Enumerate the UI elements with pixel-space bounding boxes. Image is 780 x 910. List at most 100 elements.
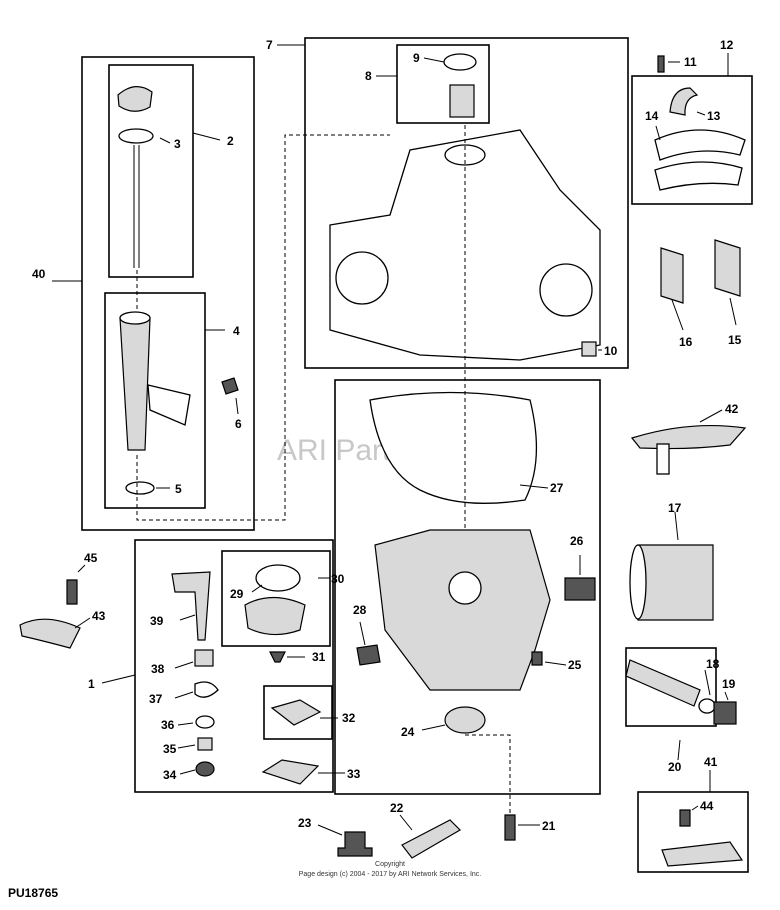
pump-group: [101, 539, 345, 793]
rotor-32: [270, 699, 322, 726]
box-32: [263, 685, 333, 740]
leader-43: [74, 617, 91, 629]
crank-dashed-line: [464, 125, 511, 815]
drain-tube: [625, 659, 701, 707]
cap-19: [713, 701, 737, 725]
box-dipstick-assembly: [81, 56, 255, 531]
bottom-parts-group: [317, 814, 540, 859]
leader-15: [729, 297, 737, 326]
callout-13: 13: [707, 109, 721, 123]
box-oil-pan: [334, 379, 601, 795]
callout-2: 2: [227, 134, 234, 148]
screen-15: [714, 239, 741, 297]
box-bearing: [396, 44, 490, 124]
leader-13: [696, 111, 706, 116]
dipstick-rod: [133, 145, 140, 268]
screw-45: [66, 579, 78, 605]
dowel-pin: [581, 341, 597, 357]
oil-fill-group: [631, 53, 753, 205]
leader-20: [677, 739, 681, 761]
callout-24: 24: [401, 725, 415, 739]
leader-1: [101, 674, 136, 684]
dipstick-tube-bracket: [147, 384, 191, 426]
callout-38: 38: [151, 662, 165, 676]
clip-group: [19, 564, 91, 649]
leader-25: [544, 661, 567, 666]
box-drain: [625, 647, 717, 727]
screen-33: [261, 759, 320, 785]
bushing-35: [197, 737, 213, 751]
callout-16: 16: [679, 335, 693, 349]
oil-shaft-39: [171, 571, 211, 641]
sealant-tube-22: [401, 819, 461, 859]
leader-19: [724, 691, 729, 701]
cylinder-bore-left: [335, 251, 389, 305]
callout-26: 26: [570, 534, 584, 548]
plug-25: [531, 651, 543, 666]
leader-27: [519, 484, 549, 489]
callout-labels: 1 2 3 4 5 6 7 8 9 10 11 12 13 14 15 16 1…: [32, 38, 742, 833]
callout-8: 8: [365, 69, 372, 83]
leader-29: [251, 584, 263, 593]
screw-31: [269, 651, 286, 663]
callout-3: 3: [174, 137, 181, 151]
leader-9: [423, 57, 445, 63]
callout-5: 5: [175, 482, 182, 496]
callout-11: 11: [684, 55, 697, 69]
box-dipstick-tube: [104, 292, 206, 509]
callout-43: 43: [92, 609, 106, 623]
clip-37: [194, 681, 219, 698]
crankcase-group: [277, 37, 629, 369]
screen-16: [660, 247, 684, 304]
figure-reference: PU18765: [8, 886, 58, 900]
leader-39: [179, 614, 196, 621]
callout-7: 7: [266, 38, 273, 52]
callout-27: 27: [550, 481, 564, 495]
breather-plate: [630, 424, 747, 450]
tube-screw: [221, 377, 239, 395]
pan-gasket: [369, 391, 538, 504]
callout-19: 19: [722, 677, 736, 691]
leader-3: [159, 137, 171, 144]
oil-pan-group: [334, 125, 601, 815]
o-ring-29: [255, 564, 301, 592]
callout-29: 29: [230, 587, 244, 601]
callout-28: 28: [353, 603, 367, 617]
callout-36: 36: [161, 718, 175, 732]
callout-32: 32: [342, 711, 356, 725]
dipstick-cap: [117, 86, 153, 112]
callout-45: 45: [84, 551, 98, 565]
oil-seal-24: [444, 706, 486, 734]
dipstick-group: [52, 56, 390, 531]
callout-18: 18: [706, 657, 720, 671]
leader-16: [671, 299, 684, 331]
bracket-group: [637, 770, 749, 873]
box-bracket: [637, 791, 749, 873]
oil-fill-elbow: [669, 87, 699, 116]
box-crankcase: [304, 37, 629, 369]
drain-tube-group: [625, 647, 737, 761]
bushing: [449, 84, 475, 118]
assembly-dashed-line: [136, 134, 390, 521]
oil-filter-group: [629, 511, 714, 621]
dipstick-o-ring: [118, 128, 154, 144]
callout-14: 14: [645, 109, 659, 123]
callout-25: 25: [568, 658, 582, 672]
box-oil-fill: [631, 75, 753, 205]
plug-28: [356, 644, 381, 666]
callout-44: 44: [700, 799, 714, 813]
callout-42: 42: [725, 402, 739, 416]
leader-37: [174, 691, 194, 699]
callout-41: 41: [704, 755, 718, 769]
callout-21: 21: [542, 819, 556, 833]
copyright-line-2: Page design (c) 2004 - 2017 by ARI Netwo…: [299, 871, 482, 878]
leader-28: [359, 621, 366, 646]
leader-45: [77, 564, 86, 573]
box-pump-parts: [134, 539, 334, 793]
washer-34: [195, 761, 215, 777]
oil-pan: [374, 529, 551, 691]
o-ring-18: [698, 698, 716, 714]
callout-10: 10: [604, 344, 618, 358]
box-dipstick: [108, 64, 194, 278]
